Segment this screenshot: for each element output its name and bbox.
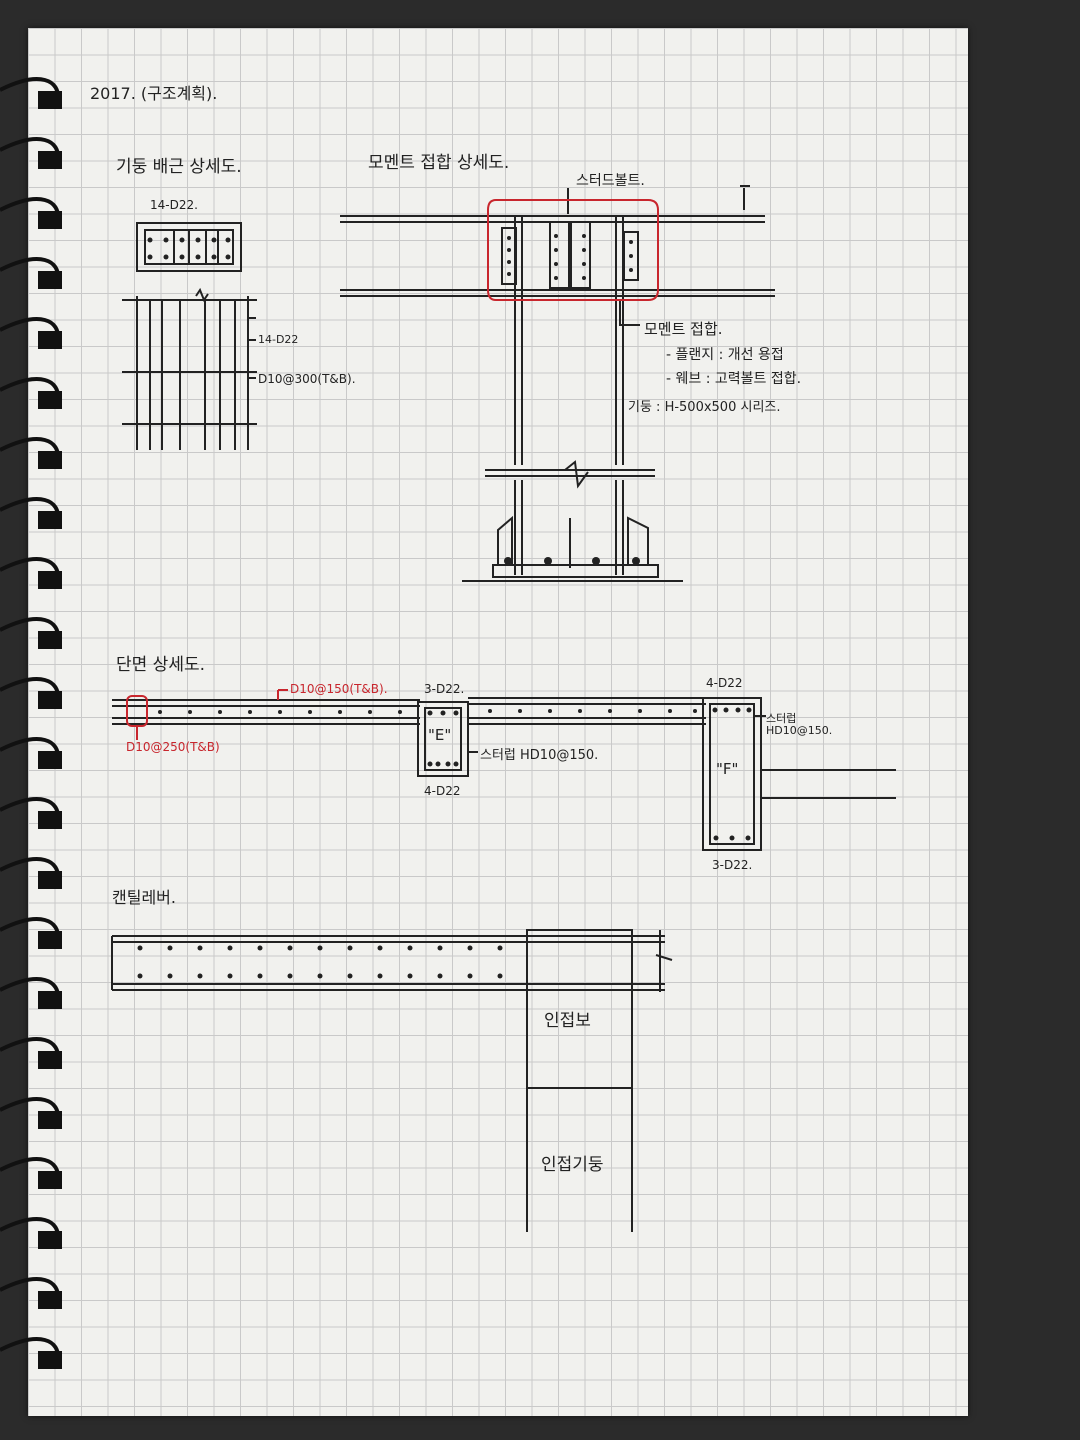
- beam-f-stirrup-label: 스터럽: [766, 712, 797, 725]
- beam-f-bottom-label: 3-D22.: [712, 858, 753, 872]
- beam-e-top-label: 3-D22.: [424, 682, 465, 696]
- column-elevation-sketch: [122, 287, 257, 450]
- beam-f-stirrup-spacing: HD10@150.: [766, 724, 833, 737]
- beam-red-markers: [126, 689, 288, 740]
- beam-e-stirrup-label: 스터럽 HD10@150.: [480, 748, 599, 763]
- moment-joint-title: 모멘트 접합.: [644, 320, 723, 338]
- spiral-binding: [0, 77, 62, 1369]
- stud-bolt-label: 스터드볼트.: [576, 173, 645, 189]
- beam-top-red-label: D10@150(T&B).: [290, 682, 388, 696]
- column-section-sketch: [136, 222, 242, 272]
- cantilever-title: 캔틸레버.: [112, 888, 176, 907]
- beam-e-bottom-label: 4-D22: [424, 784, 461, 798]
- column-rebar-label: 14-D22: [258, 333, 299, 346]
- notebook-page: [28, 28, 968, 1416]
- rebar-dots: [137, 234, 752, 979]
- beam-f-mark: "F": [716, 760, 739, 778]
- beam-e-mark: "E": [428, 726, 452, 744]
- flange-note: - 플랜지 : 개선 용접: [666, 347, 784, 363]
- column-top-rebar-label: 14-D22.: [150, 198, 198, 212]
- moment-connection-sketch: [340, 185, 775, 582]
- moment-connection-highlight: [487, 199, 659, 301]
- adjacent-beam-label: 인접보: [544, 1011, 591, 1031]
- column-detail-title: 기둥 배근 상세도.: [116, 157, 242, 177]
- moment-detail-title: 모멘트 접합 상세도.: [368, 153, 510, 173]
- beam-bottom-red-label: D10@250(T&B): [126, 740, 220, 754]
- adjacent-column-label: 인접기둥: [541, 1155, 604, 1175]
- beam-detail-title: 단면 상세도.: [116, 655, 206, 675]
- column-tie-label: D10@300(T&B).: [258, 372, 356, 386]
- column-size-note: 기둥 : H-500x500 시리즈.: [628, 400, 781, 415]
- header-date: 2017. (구조계획).: [90, 84, 218, 103]
- cantilever-sketch: [111, 929, 673, 1232]
- web-note: - 웨브 : 고력볼트 접합.: [666, 371, 802, 387]
- beam-section-sketch: [112, 697, 896, 851]
- beam-f-top-label: 4-D22: [706, 676, 743, 690]
